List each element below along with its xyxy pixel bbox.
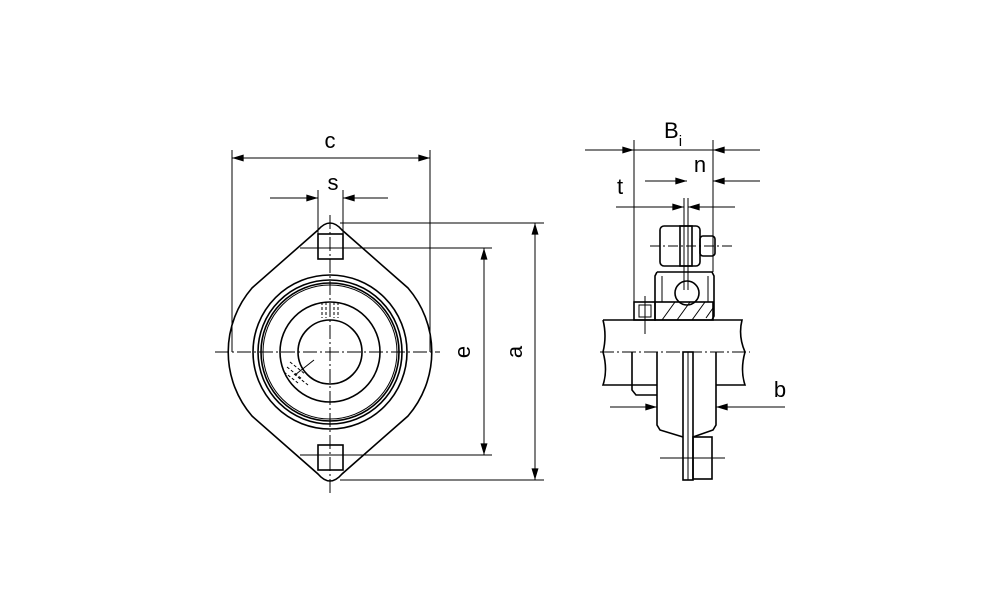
side-view: Bi n t b [585,118,786,481]
set-screw-angled [283,361,309,386]
set-screw-top [321,302,339,318]
label-b-i: Bi [664,118,682,150]
label-b: b [774,377,786,402]
label-e: e [450,346,475,358]
label-a: a [502,345,527,358]
housing-outer-circle [252,274,408,430]
hatching [661,301,714,321]
housing-body [631,352,717,438]
label-c: c [325,128,336,153]
label-s: s [328,170,339,195]
ball [674,280,700,306]
label-n: n [694,152,706,177]
label-t: t [617,174,623,199]
flange-outline [227,222,433,482]
front-view: c s e a [215,128,544,495]
